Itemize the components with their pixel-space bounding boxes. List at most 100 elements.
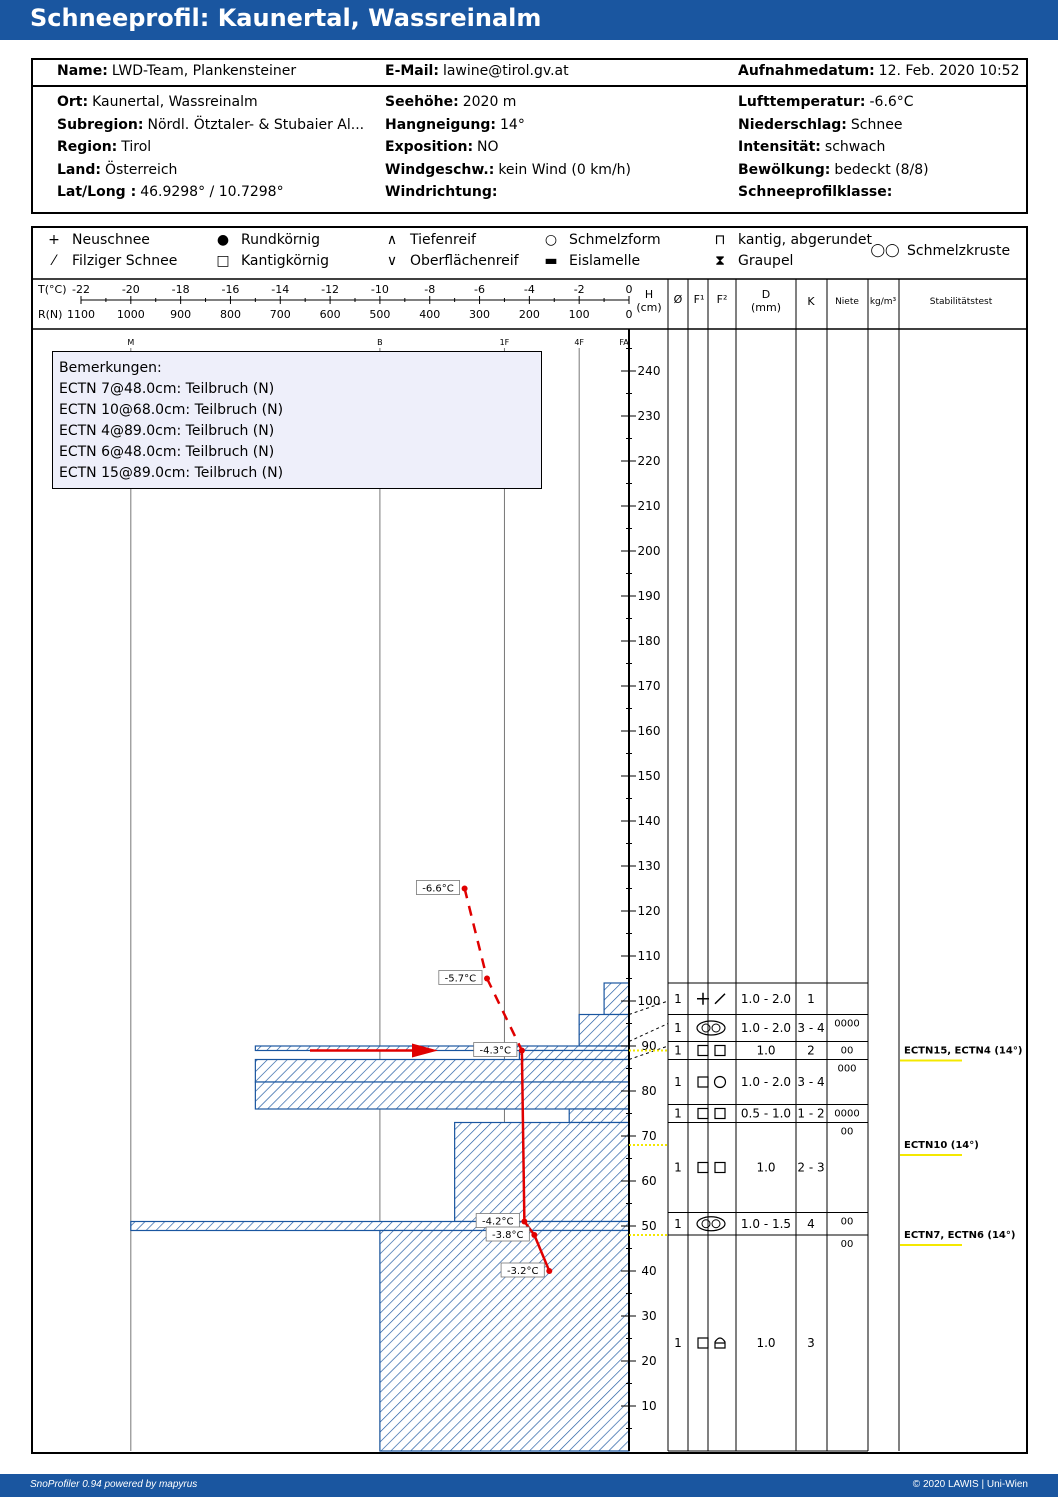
height-tick-label: 80 [641,1084,656,1098]
square-icon [697,1044,709,1057]
layer-grain-size: 1.0 - 2.0 [741,1075,791,1089]
layer-grain-count: 1 [674,1075,682,1089]
col-header-stability: Stabilitätstest [930,297,993,307]
field-label: Aufnahmedatum: [738,63,875,79]
caret-up-icon: ∧ [386,232,398,248]
height-tick-label: 150 [638,769,661,783]
plus-icon: + [48,232,60,248]
legend-label: Oberflächenreif [410,253,519,269]
header-field: Niederschlag:Schnee [738,117,902,133]
hardness-bar [130,1220,630,1232]
hardness-bar [254,1058,630,1083]
hardness-tick-label: 200 [519,308,540,321]
page-title: Schneeprofil: Kaunertal, Wassreinalm [30,4,542,32]
temperature-point [461,885,468,892]
temperature-label: -4.2°C [482,1217,514,1228]
remarks-heading: Bemerkungen: [59,360,162,376]
layer-hardness: 3 - 4 [797,1075,824,1089]
temp-tick-label: -18 [172,283,190,296]
field-label: Ort: [57,94,89,110]
col-header-density: kg/m³ [870,297,897,307]
melt-crust-icon [701,1219,711,1229]
square-icon [697,1161,709,1174]
hardness-tick-label: 800 [220,308,241,321]
hand-hardness-label: 4F [574,338,584,347]
col-header-d-unit: (mm) [751,301,781,314]
square-icon [714,1161,726,1174]
height-tick-label: 230 [638,409,661,423]
hand-hardness-label: M [127,338,134,347]
hardness-bar [454,1121,630,1223]
temperature-label: -3.2°C [507,1266,539,1277]
rounded-angular-icon [714,1337,726,1349]
hardness-bar [518,1049,630,1061]
field-label: Windrichtung: [385,184,498,200]
col-header-grain-shape: Ø [674,293,683,306]
hardness-bar [254,1081,630,1110]
height-tick-label: 180 [638,634,661,648]
height-tick-label: 210 [638,499,661,513]
height-tick-label: 70 [641,1129,656,1143]
hardness-tick-label: 1000 [117,308,145,321]
legend-label: Eislamelle [569,253,641,269]
header-field: Windrichtung: [385,184,501,200]
height-tick-label: 170 [638,679,661,693]
temperature-point [518,1047,525,1054]
melt-crust-icon [711,1219,721,1229]
header-field: Intensität:schwach [738,139,885,155]
height-tick-label: 30 [641,1309,656,1323]
temperature-point [546,1268,553,1274]
layer-grain-count: 1 [674,1044,682,1058]
height-tick-label: 10 [641,1399,656,1413]
header-field: Seehöhe:2020 m [385,94,516,110]
field-value: lawine@tirol.gv.at [442,63,569,79]
legend-label: Kantigkörnig [241,253,329,269]
square-icon [697,1107,709,1120]
filled-circle-icon: ● [216,232,230,248]
field-value: LWD-Team, Plankensteiner [111,63,297,79]
field-value: schwach [824,139,886,155]
col-header-niete: Niete [835,297,859,307]
field-label: Hangneigung: [385,116,496,133]
field-label: Niederschlag: [738,116,847,133]
field-label: Lufttemperatur: [738,94,866,110]
header-field: Land:Österreich [57,162,177,178]
temp-tick-label: -16 [221,283,239,296]
temp-tick-label: -12 [321,283,339,296]
footer-left: SnoProfiler 0.94 powered by mapyrus [30,1479,198,1490]
height-tick-label: 110 [638,949,661,963]
hardness-tick-label: 500 [369,308,390,321]
layer-niete: 00 [841,1239,854,1250]
header-field: E-Mail:lawine@tirol.gv.at [385,63,569,79]
melt-crust-icon [701,1023,711,1033]
legend-label: Schmelzkruste [907,243,1011,259]
temperature-label-box [415,880,460,895]
field-value: Tirol [121,139,152,155]
header-field: Aufnahmedatum:12. Feb. 2020 10:52 [738,63,1020,79]
temp-tick-label: -20 [122,283,140,296]
height-tick-label: 200 [638,544,661,558]
header-field: Bewölkung:bedeckt (8/8) [738,162,929,178]
footer-right: © 2020 LAWIS | Uni-Wien [912,1479,1028,1490]
col-header-k: K [807,295,815,308]
circle-icon: ○ [544,232,558,248]
field-label: Bewölkung: [738,161,831,178]
temp-tick-label: 0 [626,283,633,296]
height-tick-label: 120 [638,904,661,918]
field-label: Schneeprofilklasse: [738,184,893,200]
square-icon [697,1337,709,1349]
height-tick-label: 60 [641,1174,656,1188]
square-icon: □ [216,253,230,269]
stability-test-label: ECTN15, ECTN4 (14°) [904,1046,1022,1057]
hand-hardness-label: FA [619,338,629,347]
legend-label: kantig, abgerundet [738,232,872,248]
title-bar: Schneeprofil: Kaunertal, Wassreinalm [0,0,1058,40]
layer-grain-count: 1 [674,1336,682,1350]
field-label: Name: [57,63,108,79]
temperature-line [533,1234,551,1272]
field-value: kein Wind (0 km/h) [498,161,631,178]
header-field: Lat/Long :46.9298° / 10.7298° [57,184,284,200]
hardness-bar [568,1108,630,1124]
field-label: E-Mail: [385,63,439,79]
